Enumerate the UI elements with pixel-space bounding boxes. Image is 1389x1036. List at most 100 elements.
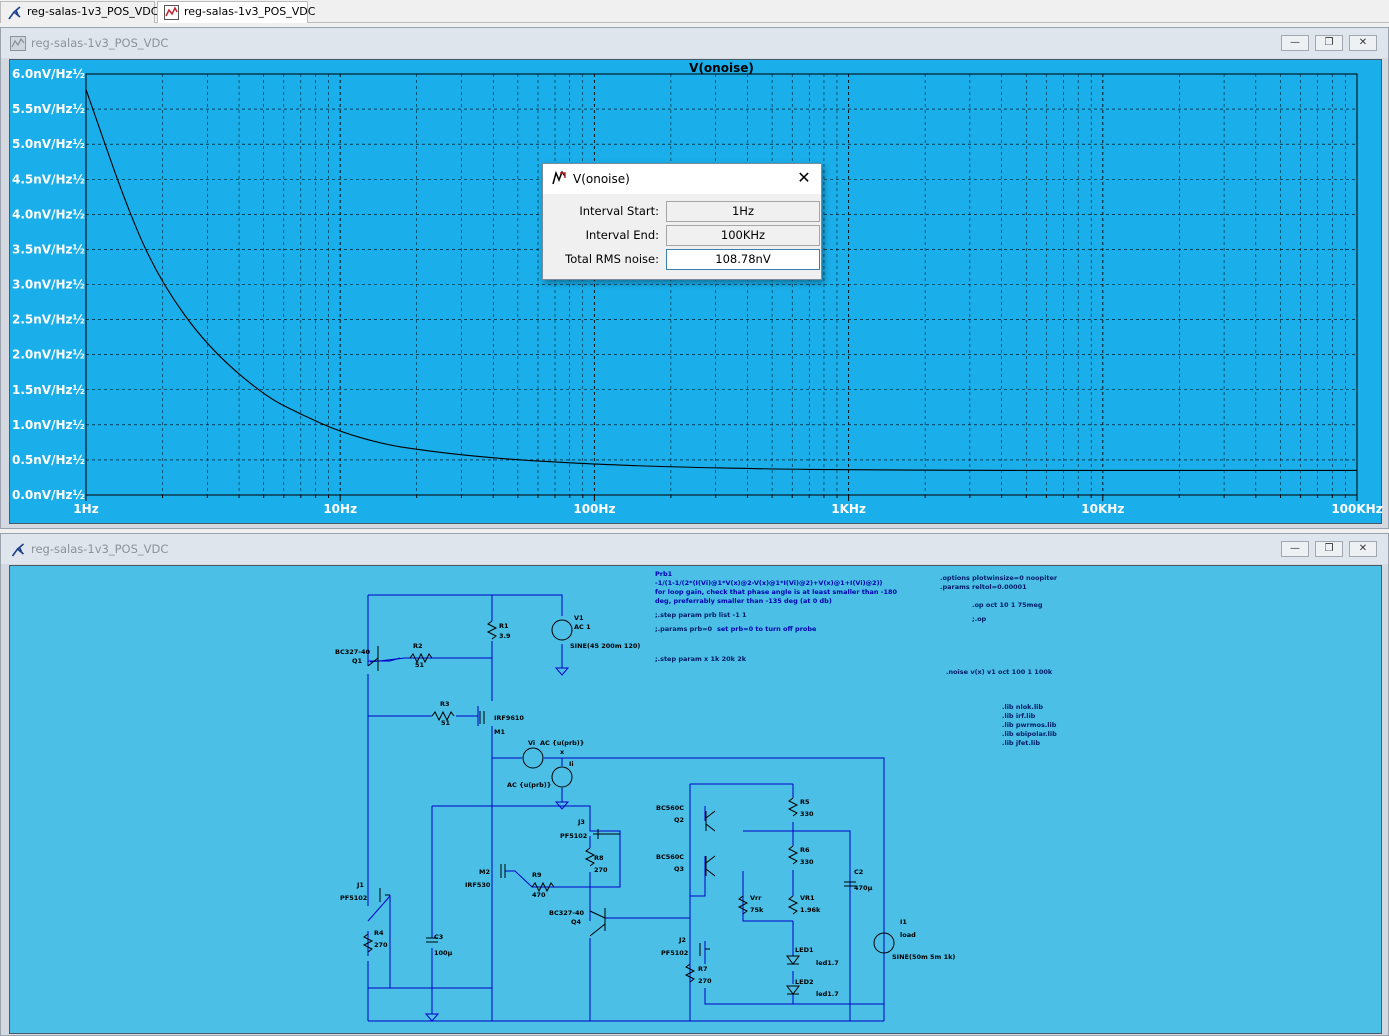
params-reltol-directive[interactable]: .params reltol=0.00001 — [940, 583, 1027, 591]
q3-ref[interactable]: Q3 — [674, 865, 685, 873]
restore-button[interactable]: ❐ — [1315, 35, 1343, 51]
v1-ref[interactable]: V1 — [574, 614, 584, 622]
q4-ref[interactable]: Q4 — [571, 918, 582, 926]
plot-window-title: reg-salas-1v3_POS_VDC — [31, 36, 169, 50]
m1-model[interactable]: IRF9610 — [494, 714, 524, 722]
q1-model[interactable]: BC327-40 — [335, 648, 371, 656]
probe-directive-note2[interactable]: deg, preferrably smaller than -135 deg (… — [655, 597, 832, 605]
probe-directive-note1[interactable]: for loop gain, check that phase angle is… — [655, 588, 898, 596]
schematic-window-titlebar[interactable]: reg-salas-1v3_POS_VDC — ❐ ✕ — [1, 534, 1388, 564]
step-x-directive[interactable]: ;.step param x 1k 20k 2k — [655, 655, 747, 663]
interval-end-field[interactable]: 100KHz — [666, 225, 820, 246]
r4-value[interactable]: 270 — [374, 941, 388, 949]
c3-value[interactable]: 100µ — [434, 949, 453, 957]
op-directive[interactable]: .op oct 10 1 75meg — [972, 601, 1043, 609]
v1-sine[interactable]: SINE(45 200m 120) — [570, 642, 641, 650]
q1-ref[interactable]: Q1 — [352, 657, 363, 665]
minimize-button[interactable]: — — [1281, 541, 1309, 557]
r8-value[interactable]: 270 — [594, 866, 608, 874]
r5-value[interactable]: 330 — [800, 810, 814, 818]
lib-directive[interactable]: .lib pwrmos.lib — [1002, 721, 1057, 729]
noise-chart[interactable]: 0.0nV/Hz½0.5nV/Hz½1.0nV/Hz½1.5nV/Hz½2.0n… — [10, 60, 1383, 525]
q2-ref[interactable]: Q2 — [674, 816, 685, 824]
lib-directive[interactable]: .lib irf.lib — [1002, 712, 1036, 720]
lib-directive[interactable]: .lib ebipolar.lib — [1002, 730, 1057, 738]
tab-waveform[interactable]: reg-salas-1v3_POS_VDC — [157, 1, 315, 23]
interval-start-field[interactable]: 1Hz — [666, 201, 820, 222]
vi-ac[interactable]: AC {u(prb)} — [540, 739, 585, 747]
lib-directive[interactable]: .lib jfet.lib — [1002, 739, 1040, 747]
params-prb-directive[interactable]: ;.params prb=0 — [655, 625, 713, 633]
r1-ref[interactable]: R1 — [499, 622, 509, 630]
total-rms-label: Total RMS noise: — [565, 252, 659, 266]
q4-model[interactable]: BC327-40 — [549, 909, 585, 917]
close-button[interactable]: ✕ — [1349, 35, 1377, 51]
vi-ref[interactable]: Vi — [528, 739, 536, 747]
m1-ref[interactable]: M1 — [494, 728, 505, 736]
net-x-label[interactable]: x — [560, 748, 565, 756]
lib-directive[interactable]: .lib nlok.lib — [1002, 703, 1044, 711]
restore-button[interactable]: ❐ — [1315, 541, 1343, 557]
r6-ref[interactable]: R6 — [800, 846, 810, 854]
vrr-value[interactable]: 75k — [750, 906, 764, 914]
led1-ref[interactable]: LED1 — [795, 946, 814, 954]
led2-ref[interactable]: LED2 — [795, 978, 814, 986]
led2-model[interactable]: led1.7 — [816, 990, 839, 998]
noise-directive[interactable]: .noise v(x) v1 oct 100 1 100k — [946, 668, 1053, 676]
r9-ref[interactable]: R9 — [532, 871, 542, 879]
c2-value[interactable]: 470µ — [854, 884, 873, 892]
vrr-ref[interactable]: Vrr — [750, 894, 762, 902]
dialog-close-button[interactable]: ✕ — [797, 168, 811, 187]
j1-ref[interactable]: J1 — [357, 881, 364, 889]
j1-model[interactable]: PF5102 — [340, 894, 368, 902]
schematic-canvas[interactable]: Prb1 -1/(1-1/(2*(I(Vi)@1*V(x)@2-V(x)@1*I… — [9, 565, 1382, 1034]
interval-start-row: Interval Start: 1Hz — [543, 201, 821, 223]
dialog-titlebar[interactable]: V(onoise) ✕ — [543, 164, 821, 194]
r7-value[interactable]: 270 — [698, 977, 712, 985]
vr1-ref[interactable]: VR1 — [800, 894, 815, 902]
i1-load-label[interactable]: load — [900, 931, 916, 939]
q2-model[interactable]: BC560C — [656, 804, 685, 812]
r2-value[interactable]: 51 — [415, 661, 425, 669]
m2-ref[interactable]: M2 — [479, 868, 490, 876]
tab-schematic[interactable]: reg-salas-1v3_POS_VDC — [0, 1, 158, 23]
r6-value[interactable]: 330 — [800, 858, 814, 866]
ii-ac[interactable]: AC {u(prb)} — [507, 781, 552, 789]
r5-ref[interactable]: R5 — [800, 798, 810, 806]
r7-ref[interactable]: R7 — [698, 965, 708, 973]
j3-model[interactable]: PF5102 — [560, 832, 588, 840]
waveform-icon — [164, 5, 179, 20]
plot-window-titlebar[interactable]: reg-salas-1v3_POS_VDC — ❐ ✕ — [1, 28, 1388, 58]
m2-model[interactable]: IRF530 — [465, 881, 491, 889]
r9-value[interactable]: 470 — [532, 891, 546, 899]
r3-value[interactable]: 51 — [441, 719, 451, 727]
c3-ref[interactable]: C3 — [434, 933, 444, 941]
r2-ref[interactable]: R2 — [413, 642, 423, 650]
j3-ref[interactable]: J3 — [578, 818, 585, 826]
close-button[interactable]: ✕ — [1349, 541, 1377, 557]
total-rms-field[interactable]: 108.78nV — [666, 249, 820, 270]
vr1-value[interactable]: 1.96k — [800, 906, 821, 914]
probe-directive-title[interactable]: Prb1 — [655, 570, 673, 578]
op-commented-directive[interactable]: ;.op — [972, 615, 987, 623]
i1-sine[interactable]: SINE(50m 5m 1k) — [892, 953, 956, 961]
j2-model[interactable]: PF5102 — [661, 949, 689, 957]
probe-directive-expr[interactable]: -1/(1-1/(2*(I(Vi)@1*V(x)@2-V(x)@1*I(Vi)@… — [655, 579, 883, 587]
led1-model[interactable]: led1.7 — [816, 959, 839, 967]
j2-ref[interactable]: J2 — [679, 936, 686, 944]
schematic-icon — [11, 543, 25, 557]
r4-ref[interactable]: R4 — [374, 929, 384, 937]
q3-model[interactable]: BC560C — [656, 853, 685, 861]
i1-ref[interactable]: I1 — [900, 918, 907, 926]
r8-ref[interactable]: R8 — [594, 854, 604, 862]
v1-ac[interactable]: AC 1 — [574, 623, 591, 631]
minimize-button[interactable]: — — [1281, 35, 1309, 51]
r1-value[interactable]: 3.9 — [499, 632, 511, 640]
waveform-icon — [10, 36, 26, 51]
step-prb-directive[interactable]: ;.step param prb list -1 1 — [655, 611, 747, 619]
c2-ref[interactable]: C2 — [854, 868, 864, 876]
r3-ref[interactable]: R3 — [440, 700, 450, 708]
options-directive[interactable]: .options plotwinsize=0 noopiter — [940, 574, 1058, 582]
ii-ref[interactable]: Ii — [569, 760, 574, 768]
